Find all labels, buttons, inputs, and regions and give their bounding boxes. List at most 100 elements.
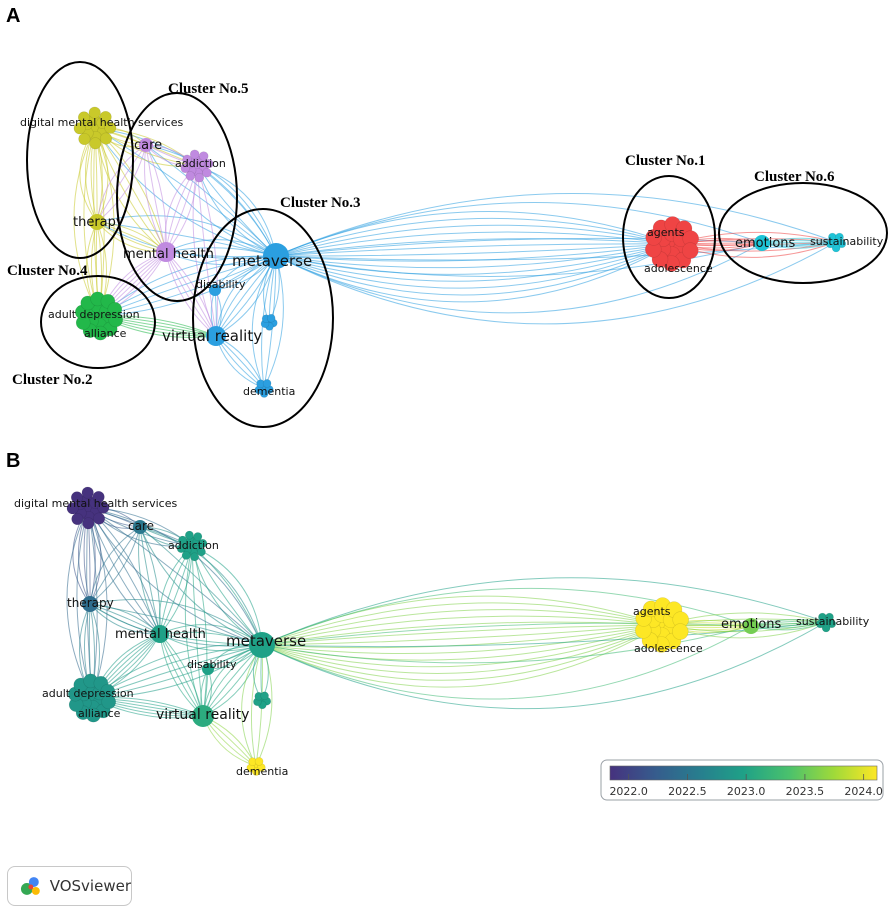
node-metaverse <box>263 243 289 269</box>
node-virtual-reality <box>206 326 226 346</box>
node-label-sustainability: sustainability <box>810 235 884 248</box>
edge-metaverse-dementia <box>241 644 263 767</box>
node-label-emotions: emotions <box>721 617 782 632</box>
node-label-digital-mental-health-services: digital mental health services <box>20 116 183 129</box>
node-node-extra <box>260 313 278 331</box>
node-agents <box>644 216 700 272</box>
vosviewer-logo-text: VOSviewer <box>49 877 131 895</box>
edge-care-therapy <box>89 526 141 605</box>
node-label-adult-depression: adult depression <box>42 687 134 700</box>
edge-metaverse-agents <box>275 243 673 257</box>
edge-metaverse-emotions <box>275 202 763 257</box>
scale-tick-label: 2022.0 <box>609 785 648 798</box>
edge-dmhs-adult_depression <box>66 507 93 699</box>
edge-metaverse-agents <box>261 624 663 675</box>
cluster-label-4: Cluster No.4 <box>7 263 88 279</box>
node-virtual-reality <box>192 705 214 727</box>
node-label-addiction: addiction <box>175 157 226 170</box>
node-sustainability <box>815 612 837 633</box>
node-label-dementia: dementia <box>243 385 295 398</box>
scale-tick-label: 2022.5 <box>668 785 707 798</box>
scale-tick-label: 2024.0 <box>844 785 883 798</box>
vosviewer-logo-icon <box>20 877 40 895</box>
edge-dmhs-adult_depression <box>73 127 100 317</box>
edge-metaverse-virtual_reality <box>202 644 263 717</box>
edge-metaverse-adult_depression <box>91 644 263 699</box>
edge-mental_health-virtual_reality <box>165 251 217 337</box>
node-care <box>133 520 147 534</box>
node-label-metaverse: metaverse <box>232 252 312 270</box>
node-emotions <box>743 618 759 634</box>
edge-dmhs-adult_depression <box>87 507 108 699</box>
edge-metaverse-agents <box>275 231 673 257</box>
edge-metaverse-care <box>139 526 263 646</box>
node-mental-health <box>151 625 169 643</box>
cluster-labels: Cluster No.1 Cluster No.2 Cluster No.3 C… <box>7 81 835 388</box>
cluster-boundaries <box>26 61 888 428</box>
edge-mental_health-virtual_reality <box>165 251 217 337</box>
node-addiction <box>176 530 208 562</box>
node-emotions <box>754 235 770 251</box>
cluster-label-6: Cluster No.6 <box>754 169 835 185</box>
edge-care-therapy <box>96 144 147 223</box>
edge-metaverse-emotions <box>275 242 763 277</box>
edge-metaverse-agents <box>275 243 673 296</box>
edge-metaverse-sustainability <box>261 621 827 710</box>
edge-addiction-virtual_reality <box>191 545 204 717</box>
edge-metaverse-addiction <box>191 545 263 646</box>
panel-a-node-labels: digital mental health services care addi… <box>20 116 884 398</box>
node-node-extra <box>253 691 272 710</box>
edge-metaverse-agents <box>261 602 663 646</box>
edge-metaverse-virtual_reality <box>202 644 263 717</box>
edge-metaverse-agents <box>261 624 663 688</box>
color-scale-bar <box>609 765 878 781</box>
edge-metaverse-agents <box>275 243 673 289</box>
edge-addiction-virtual_reality <box>184 545 204 717</box>
node-label-addiction: addiction <box>168 539 219 552</box>
edge-addiction-virtual_reality <box>196 165 217 337</box>
panel-a-letter: A <box>6 5 20 27</box>
edge-care-mental_health <box>144 144 167 253</box>
edge-metaverse-care <box>139 526 263 646</box>
scale-tick-label: 2023.5 <box>786 785 825 798</box>
node-care <box>139 138 153 152</box>
node-label-emotions: emotions <box>735 236 796 251</box>
edge-metaverse-virtual_reality <box>202 644 263 717</box>
node-label-adult-depression: adult depression <box>48 308 140 321</box>
node-label-alliance: alliance <box>78 707 121 720</box>
node-disability <box>202 663 214 675</box>
edge-metaverse-sustainability <box>275 193 837 257</box>
edge-addiction-virtual_reality <box>192 165 217 337</box>
edge-metaverse-therapy <box>89 599 263 646</box>
panel-b-edges <box>66 507 827 767</box>
edge-mental_health-virtual_reality <box>165 251 217 337</box>
edge-metaverse-virtual_reality <box>202 644 263 717</box>
edge-metaverse-emotions <box>261 587 752 646</box>
node-label-care: care <box>128 519 154 533</box>
node-label-therapy: therapy <box>67 596 114 610</box>
edge-metaverse-dementia <box>263 255 284 389</box>
cluster-3-boundary <box>192 208 334 428</box>
cluster-label-5: Cluster No.5 <box>168 81 249 97</box>
edge-metaverse-agents <box>261 609 663 646</box>
edge-metaverse-therapy <box>96 221 277 260</box>
node-label-mental-health: mental health <box>123 247 214 262</box>
cluster-label-1: Cluster No.1 <box>625 153 706 169</box>
edge-metaverse-agents <box>275 224 673 257</box>
node-label-dementia: dementia <box>236 765 288 778</box>
edge-metaverse-sustainability <box>275 241 837 325</box>
node-label-adolescence: adolescence <box>634 642 703 655</box>
edge-dmhs-adult_depression <box>94 127 115 317</box>
node-label-disability: disability <box>196 278 246 291</box>
node-agents <box>634 597 690 653</box>
node-label-agents: agents <box>633 605 671 618</box>
node-dementia <box>254 379 274 398</box>
edge-metaverse-agents <box>275 243 673 269</box>
node-addiction <box>180 149 214 183</box>
node-dmhs <box>73 106 117 150</box>
node-label-care: care <box>134 138 162 153</box>
edge-mental_health-virtual_reality <box>165 251 217 337</box>
edge-care-therapy <box>96 144 147 223</box>
edge-metaverse-agents <box>261 624 663 655</box>
